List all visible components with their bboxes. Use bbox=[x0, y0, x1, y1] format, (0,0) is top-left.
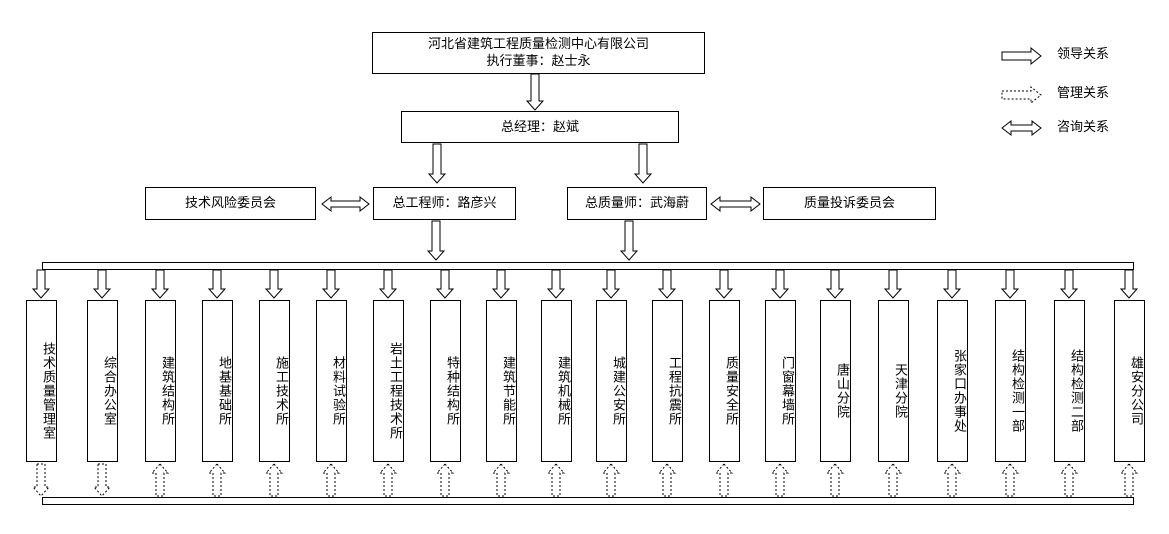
management-arrow-icon bbox=[770, 463, 790, 497]
leadership-arrow-icon bbox=[1059, 269, 1079, 299]
leadership-arrow-icon bbox=[883, 269, 903, 299]
leadership-arrow-icon bbox=[321, 269, 341, 299]
company-name: 河北省建筑工程质量检测中心有限公司 bbox=[427, 37, 649, 52]
department-box: 结构检测二部 bbox=[1054, 300, 1085, 462]
management-arrow-icon bbox=[601, 463, 621, 497]
leadership-arrow-icon bbox=[435, 269, 455, 299]
management-arrow-icon bbox=[825, 463, 845, 497]
general-manager-box: 总经理：赵斌 bbox=[401, 111, 679, 143]
management-arrow-icon bbox=[1000, 463, 1020, 497]
leadership-arrow-icon bbox=[714, 269, 734, 299]
leadership-arrow-icon bbox=[546, 269, 566, 299]
leadership-arrow-icon bbox=[942, 269, 962, 299]
department-box: 张家口办事处 bbox=[937, 300, 968, 462]
department-box: 建筑机械所 bbox=[541, 300, 572, 462]
quality-complaint-committee-label: 质量投诉委员会 bbox=[803, 196, 895, 211]
department-box: 质量安全所 bbox=[709, 300, 740, 462]
management-arrow-icon bbox=[883, 463, 903, 497]
department-box: 材料试验所 bbox=[316, 300, 347, 462]
department-box: 建筑节能所 bbox=[486, 300, 517, 462]
leadership-arrow-icon bbox=[92, 269, 112, 299]
department-box: 门窗幕墙所 bbox=[765, 300, 796, 462]
legend-label-management: 管理关系 bbox=[1057, 86, 1110, 101]
management-arrow-icon bbox=[435, 463, 455, 497]
legend-label-consulting: 咨询关系 bbox=[1057, 120, 1110, 135]
leadership-arrow-icon bbox=[633, 143, 653, 184]
management-arrow-icon bbox=[657, 463, 677, 497]
department-box: 工程抗震所 bbox=[652, 300, 683, 462]
legend-management-arrow-icon bbox=[1001, 85, 1042, 105]
tech-risk-committee-box: 技术风险委员会 bbox=[145, 187, 316, 220]
management-arrow-icon bbox=[714, 463, 734, 497]
department-box: 施工技术所 bbox=[259, 300, 290, 462]
leadership-arrow-icon bbox=[31, 269, 51, 299]
leadership-arrow-icon bbox=[1000, 269, 1020, 299]
department-box: 建筑结构所 bbox=[145, 300, 176, 462]
department-box: 地基基础所 bbox=[202, 300, 233, 462]
department-box: 岩土工程技术所 bbox=[373, 300, 404, 462]
leadership-arrow-icon bbox=[426, 220, 446, 261]
department-box: 唐山分院 bbox=[820, 300, 851, 462]
consulting-arrow-icon bbox=[710, 195, 761, 213]
department-box: 结构检测一部 bbox=[995, 300, 1026, 462]
management-arrow-icon bbox=[546, 463, 566, 497]
leadership-arrow-icon bbox=[1119, 269, 1139, 299]
chief-engineer-label: 总工程师：路彦兴 bbox=[392, 196, 497, 211]
leadership-arrow-icon bbox=[525, 73, 545, 111]
department-box: 特种结构所 bbox=[430, 300, 461, 462]
leadership-arrow-icon bbox=[657, 269, 677, 299]
department-box: 城建公安所 bbox=[596, 300, 627, 462]
legend-consulting-arrow-icon bbox=[1001, 119, 1042, 137]
department-box: 技术质量管理室 bbox=[26, 300, 57, 462]
leadership-arrow-icon bbox=[207, 269, 227, 299]
quality-complaint-committee-box: 质量投诉委员会 bbox=[763, 187, 936, 220]
department-box: 雄安分公司 bbox=[1114, 300, 1145, 462]
department-box: 天津分院 bbox=[878, 300, 909, 462]
leadership-arrow-icon bbox=[601, 269, 621, 299]
leadership-arrow-icon bbox=[825, 269, 845, 299]
chief-engineer-box: 总工程师：路彦兴 bbox=[373, 187, 516, 220]
top-distribution-bar bbox=[42, 262, 1134, 270]
consulting-arrow-icon bbox=[321, 195, 370, 213]
tech-risk-committee-label: 技术风险委员会 bbox=[184, 196, 276, 211]
company-box: 河北省建筑工程质量检测中心有限公司 执行董事：赵士永 bbox=[372, 32, 705, 74]
management-arrow-icon bbox=[378, 463, 398, 497]
management-arrow-icon bbox=[207, 463, 227, 497]
exec-director: 执行董事：赵士永 bbox=[486, 54, 591, 69]
management-arrow-icon bbox=[491, 463, 511, 497]
general-manager-label: 总经理：赵斌 bbox=[500, 119, 579, 135]
legend-label-leadership: 领导关系 bbox=[1057, 47, 1110, 62]
department-box: 综合办公室 bbox=[87, 300, 118, 462]
chief-quality-box: 总质量师：武海蔚 bbox=[567, 187, 707, 220]
leadership-arrow-icon bbox=[264, 269, 284, 299]
management-arrow-icon bbox=[31, 463, 51, 497]
leadership-arrow-icon bbox=[619, 220, 639, 261]
leadership-arrow-icon bbox=[427, 143, 447, 184]
management-arrow-icon bbox=[92, 463, 112, 497]
bottom-distribution-bar bbox=[42, 497, 1134, 505]
management-arrow-icon bbox=[1119, 463, 1139, 497]
management-arrow-icon bbox=[1059, 463, 1079, 497]
management-arrow-icon bbox=[264, 463, 284, 497]
chief-quality-label: 总质量师：武海蔚 bbox=[584, 196, 689, 211]
leadership-arrow-icon bbox=[491, 269, 511, 299]
management-arrow-icon bbox=[321, 463, 341, 497]
management-arrow-icon bbox=[942, 463, 962, 497]
leadership-arrow-icon bbox=[378, 269, 398, 299]
legend-leadership-arrow-icon bbox=[1001, 46, 1042, 66]
leadership-arrow-icon bbox=[770, 269, 790, 299]
leadership-arrow-icon bbox=[150, 269, 170, 299]
management-arrow-icon bbox=[150, 463, 170, 497]
